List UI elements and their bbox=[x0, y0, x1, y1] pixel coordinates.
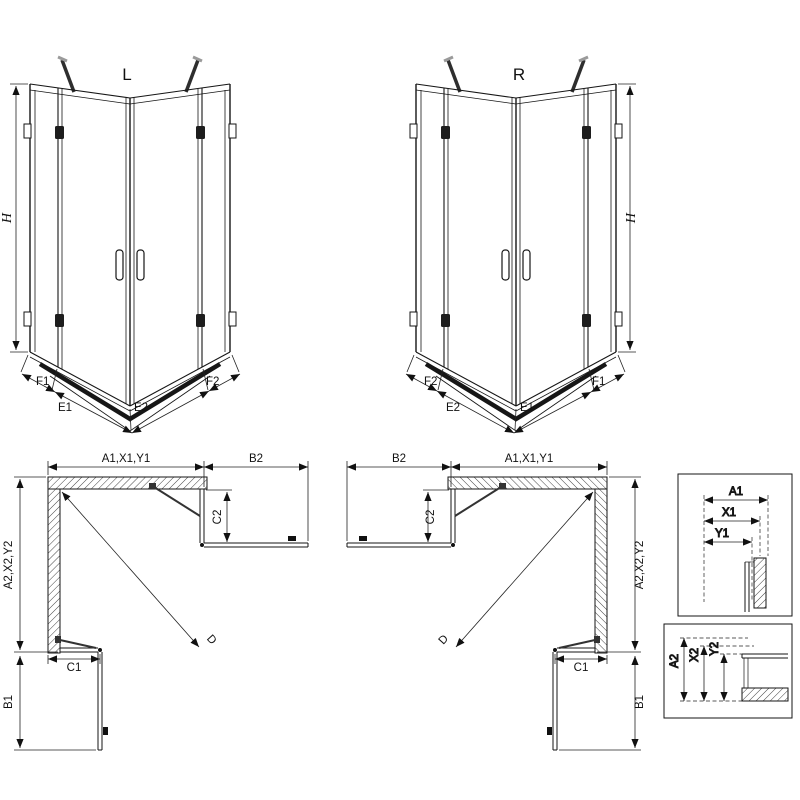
dim-label-a1-detail: A1 bbox=[729, 486, 743, 498]
plan-view-right-geometry bbox=[347, 461, 641, 750]
front-view-left-labels: L H F1 E1 E2 F2 bbox=[0, 65, 219, 414]
detail-profile-top: A1 X1 Y1 bbox=[677, 473, 793, 617]
fixed-panel-c2 bbox=[199, 489, 205, 547]
dimension-bottom bbox=[20, 354, 241, 434]
plan-dimensions bbox=[14, 461, 309, 751]
detail-bottom-dimensions bbox=[680, 637, 788, 702]
dim-label-h-left: H bbox=[0, 212, 15, 224]
view-label-left: L bbox=[122, 65, 131, 84]
dim-label-f1-right: F1 bbox=[592, 376, 605, 388]
dim-label-b2-right: B2 bbox=[392, 453, 406, 465]
wall-profile-tabs bbox=[23, 123, 237, 327]
dim-label-b1-right: B1 bbox=[634, 695, 646, 709]
dim-label-a1x1y1-left: A1,X1,Y1 bbox=[102, 453, 151, 465]
dim-label-e1-right: E1 bbox=[520, 402, 534, 414]
view-label-right: R bbox=[513, 65, 525, 84]
support-brace-side bbox=[55, 636, 97, 649]
front-view-right-labels: R H F2 E2 E1 F1 bbox=[424, 65, 639, 414]
dim-label-y2-detail: Y2 bbox=[709, 642, 721, 656]
hinge-icon bbox=[55, 126, 205, 327]
detail-bottom-profile bbox=[741, 653, 789, 702]
dim-label-a1x1y1-right: A1,X1,Y1 bbox=[505, 453, 554, 465]
wall-bracket-icon bbox=[57, 55, 203, 93]
dim-label-x1-detail: X1 bbox=[722, 507, 736, 519]
wall-hatch-top bbox=[47, 476, 208, 490]
plan-view-right-labels: B2 A1,X1,Y1 C2 A2,X2,Y2 C1 B1 D bbox=[392, 453, 646, 709]
dim-label-f1-left: F1 bbox=[36, 376, 49, 388]
dim-label-f2-left: F2 bbox=[206, 376, 219, 388]
dim-label-c1-left: C1 bbox=[67, 662, 82, 674]
dim-label-c2-right: C2 bbox=[425, 510, 437, 525]
dim-label-h-right: H bbox=[624, 212, 639, 224]
dim-label-f2-right: F2 bbox=[424, 376, 437, 388]
dim-label-e2-left: E2 bbox=[134, 402, 148, 414]
dim-label-c1-right: C1 bbox=[574, 662, 589, 674]
door-open-top bbox=[204, 536, 309, 548]
dim-label-d-left: D bbox=[204, 633, 218, 647]
plan-view-left-labels: A1,X1,Y1 B2 C2 A2,X2,Y2 C1 B1 D bbox=[3, 453, 263, 709]
dim-label-a2x2y2-right: A2,X2,Y2 bbox=[634, 541, 646, 590]
detail-top-profile bbox=[744, 557, 767, 612]
dim-label-a2-detail: A2 bbox=[669, 654, 681, 668]
dim-label-x2-detail: X2 bbox=[689, 648, 701, 662]
front-view-geometry bbox=[10, 55, 241, 434]
door-handle-icon bbox=[115, 249, 145, 281]
dim-label-a2x2y2-left: A2,X2,Y2 bbox=[3, 541, 15, 590]
detail-profile-bottom: A2 X2 Y2 bbox=[663, 623, 793, 719]
dim-label-b2-left: B2 bbox=[249, 453, 263, 465]
dim-label-y1-detail: Y1 bbox=[715, 528, 729, 540]
dim-label-e1-left: E1 bbox=[58, 402, 72, 414]
dim-label-c2-left: C2 bbox=[212, 510, 224, 525]
wall-hatch-side bbox=[47, 488, 61, 654]
dim-label-e2-right: E2 bbox=[446, 402, 460, 414]
detail-top-dimensions bbox=[703, 495, 769, 602]
dim-label-d-right: D bbox=[437, 633, 451, 647]
plan-view-geometry bbox=[14, 461, 309, 751]
door-open-bottom bbox=[97, 652, 108, 751]
dim-label-b1-left: B1 bbox=[3, 695, 15, 709]
dimension-h bbox=[10, 83, 28, 353]
